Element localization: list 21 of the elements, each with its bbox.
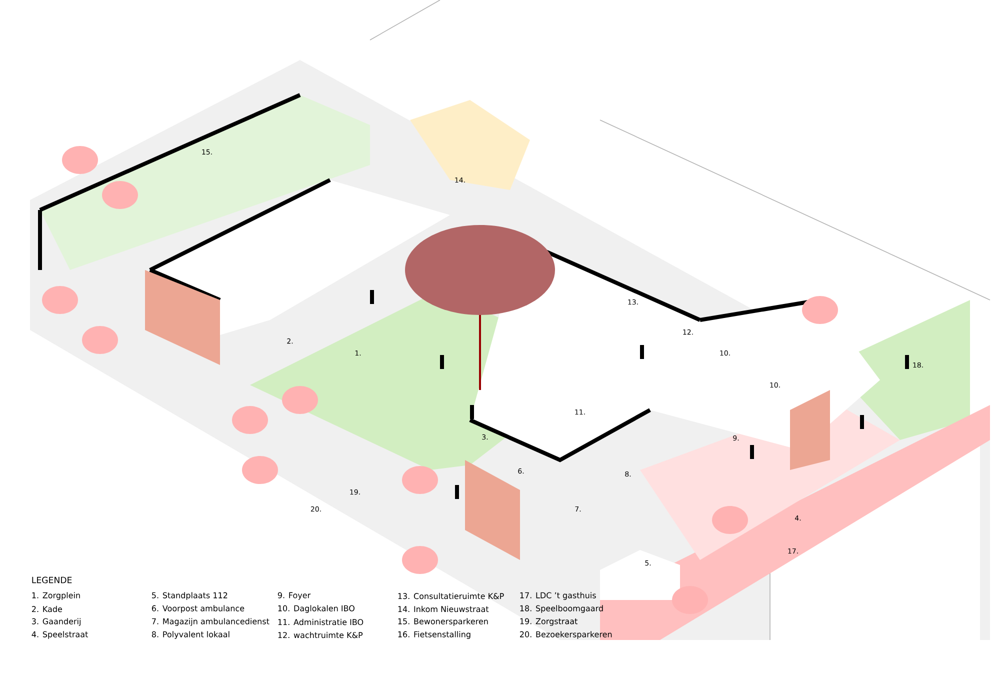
legend-entry: 12. wachtruimte K&P bbox=[278, 632, 363, 638]
legend-entry: 8. Polyvalent lokaal bbox=[152, 631, 230, 639]
legend-entry: 7. Magazijn ambulancedienst bbox=[152, 618, 270, 626]
legend-entry: 4. Speelstraat bbox=[32, 631, 88, 639]
legend-entry: 14. Inkom Nieuwstraat bbox=[398, 606, 489, 612]
legend-entry: 16. Fietsenstalling bbox=[398, 631, 470, 639]
legend-entry: 9. Foyer bbox=[278, 592, 311, 600]
legend-entry: 20. Bezoekersparkeren bbox=[520, 631, 612, 639]
legend-entry: 3. Gaanderij bbox=[32, 618, 80, 626]
legend-entry: 13. Consultatieruimte K&P bbox=[398, 592, 504, 600]
legend-entry: 15. Bewonersparkeren bbox=[398, 618, 488, 626]
legend-entry: 18. Speelboomgaard bbox=[520, 605, 603, 613]
legend-entry: 6. Voorpost ambulance bbox=[152, 605, 244, 613]
legend-entry: 17. LDC ’t gasthuis bbox=[520, 592, 596, 600]
legend-entry: 19. Zorgstraat bbox=[520, 618, 578, 626]
legend-entry: 5. Standplaats 112 bbox=[152, 592, 228, 600]
legend-heading: LEGENDE bbox=[32, 576, 72, 584]
legend-entry: 10. Daglokalen IBO bbox=[278, 605, 354, 613]
legend-entry: 1. Zorgplein bbox=[32, 592, 80, 600]
legend-entry: 2. Kade bbox=[32, 606, 62, 612]
legend-entry: 11. Administratie IBO bbox=[278, 618, 364, 626]
